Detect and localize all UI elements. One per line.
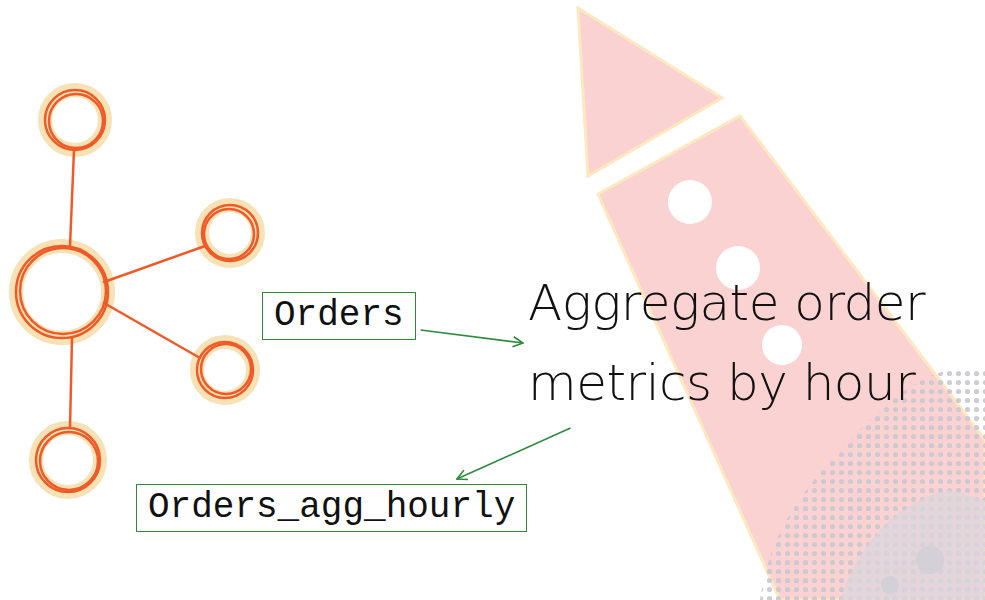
- topic-box: Orders_agg_hourly: [136, 484, 527, 532]
- network-logo: [16, 90, 258, 492]
- process-text: Aggregate order metrics by hour: [528, 263, 953, 423]
- flow-arrow: [457, 428, 571, 479]
- node-label: Orders: [274, 296, 404, 336]
- topic-box: Orders: [262, 292, 416, 340]
- rocket-exhaust: [916, 546, 944, 574]
- rocket-exhaust: [840, 490, 985, 600]
- rocket-exhaust: [881, 576, 899, 594]
- node-label: Aggregate order metrics by hour: [528, 263, 953, 423]
- node-label: Orders_agg_hourly: [148, 488, 515, 528]
- rocket-window: [668, 180, 712, 224]
- flow-arrow: [421, 330, 523, 343]
